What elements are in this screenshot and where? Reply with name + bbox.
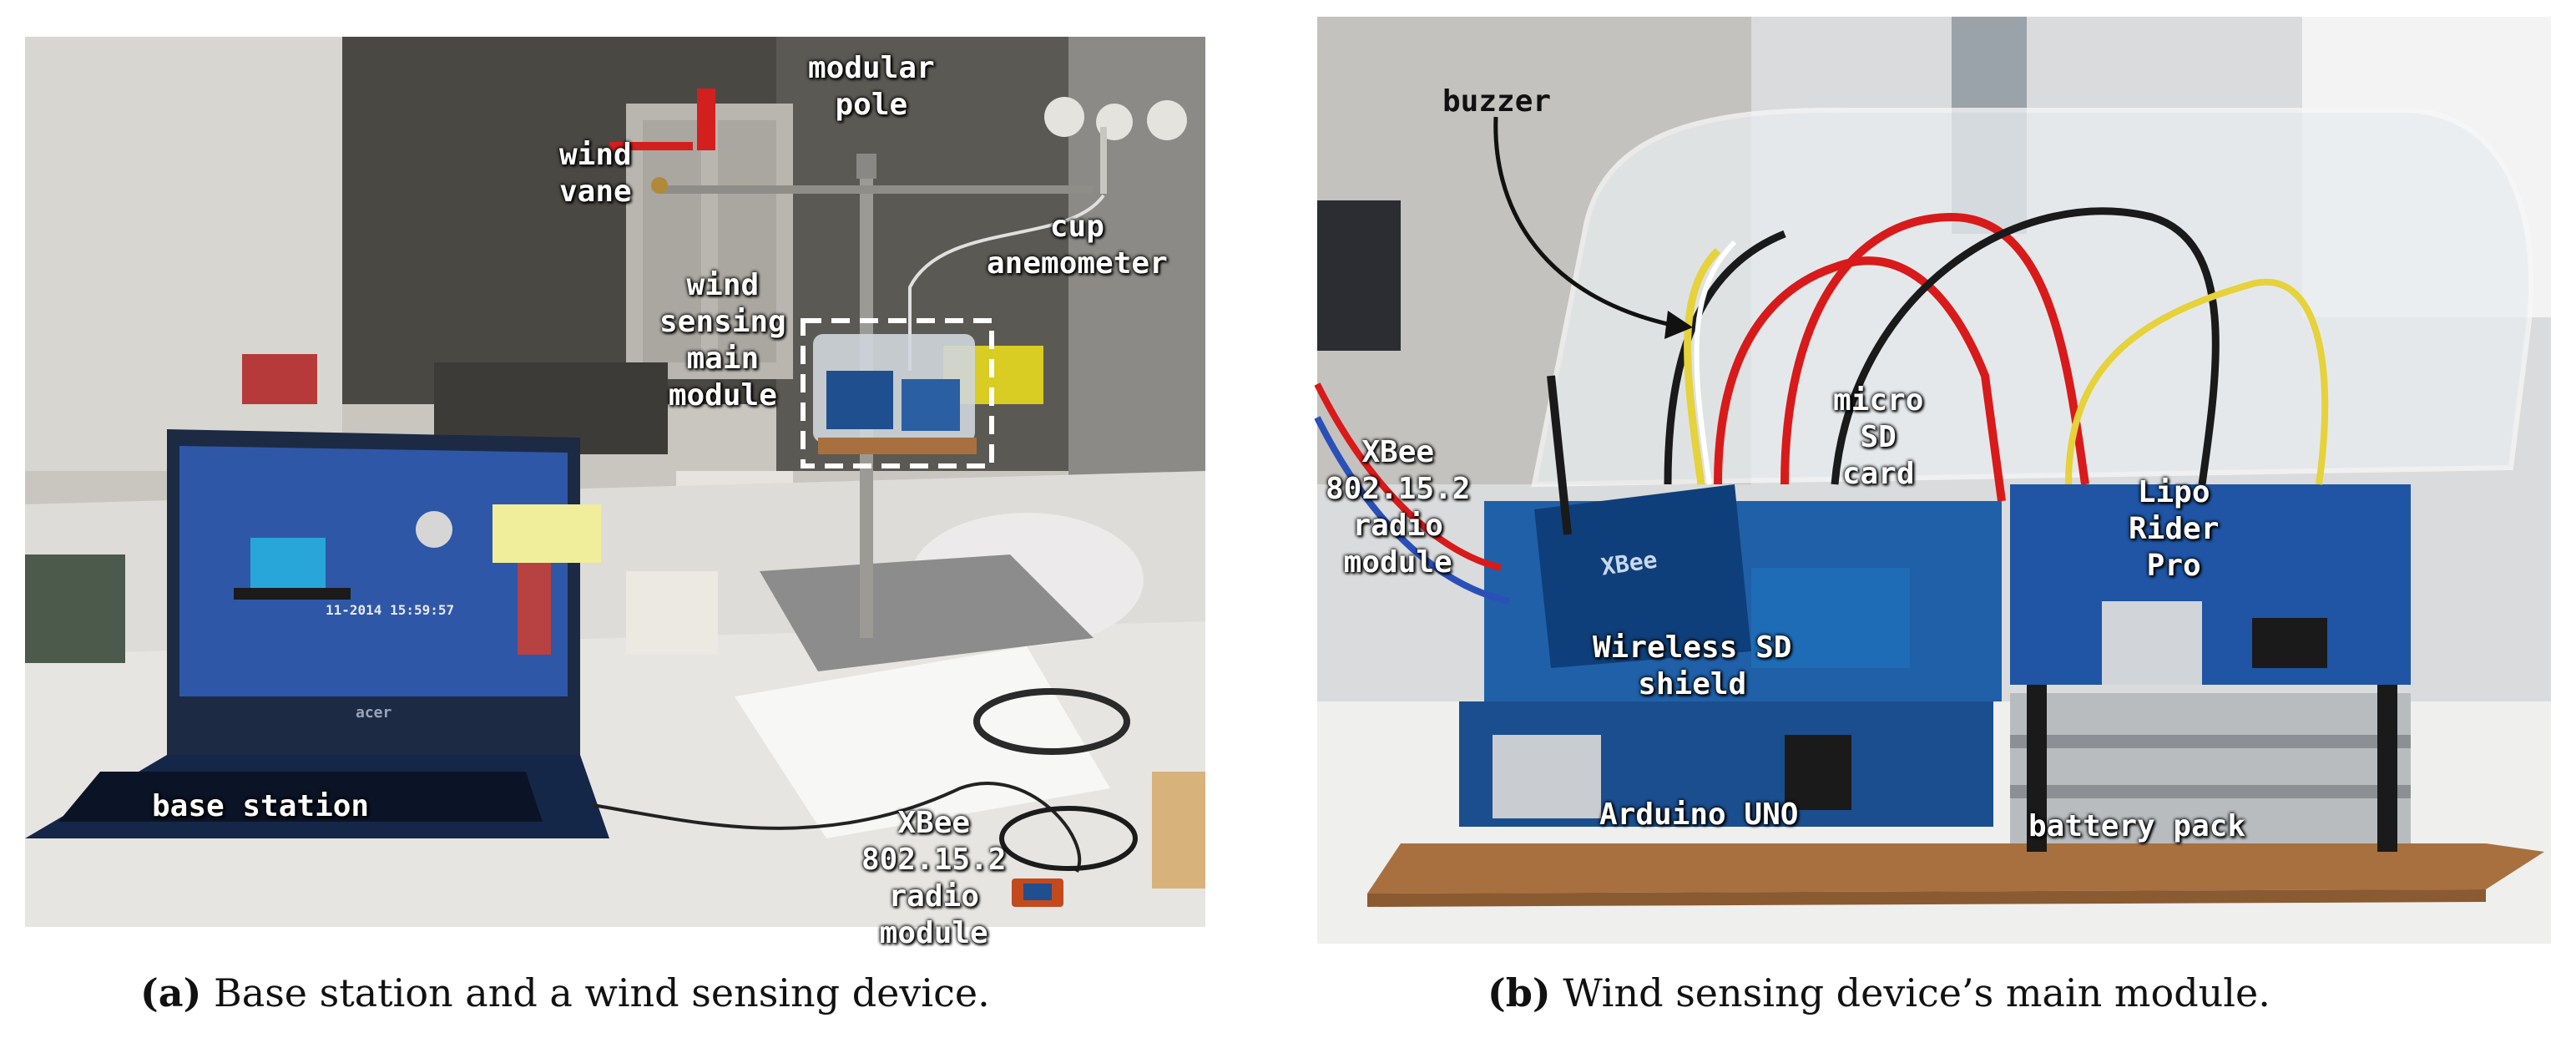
label-buzzer: buzzer <box>1442 84 1552 119</box>
label-battery-pack: battery pack <box>2028 809 2246 843</box>
photo-b-scene <box>1314 17 2551 944</box>
label-wind-sensing-main-module: wind sensing main module <box>659 268 786 413</box>
caption-b-tag: (b) <box>1488 970 1551 1015</box>
caption-a: (a) Base station and a wind sensing devi… <box>140 970 990 1015</box>
photo-a-scene <box>25 37 1205 927</box>
label-xbee-radio-b: XBee 802.15.2 radio module <box>1326 435 1471 580</box>
label-arduino-uno: Arduino UNO <box>1599 797 1799 832</box>
photo-main-module: buzzer XBee 802.15.2 radio module micro … <box>1314 17 2551 944</box>
label-base-station: base station <box>152 789 370 823</box>
photo-base-station: modular pole wind vane cup anemometer wi… <box>25 37 1205 950</box>
label-wireless-sd-shield: Wireless SD shield <box>1593 630 1792 701</box>
caption-b-text: Wind sensing device’s main module. <box>1550 970 2270 1015</box>
label-lipo-rider-pro: Lipo Rider Pro <box>2129 475 2220 583</box>
label-wind-vane: wind vane <box>559 138 632 209</box>
caption-b: (b) Wind sensing device’s main module. <box>1488 970 2270 1015</box>
laptop-screen-timestamp: 11-2014 15:59:57 <box>326 602 455 618</box>
label-modular-pole: modular pole <box>808 51 935 122</box>
laptop-brand-logo: acer <box>356 704 392 722</box>
label-cup-anemometer: cup anemometer <box>987 210 1168 281</box>
caption-a-text: Base station and a wind sensing device. <box>201 970 990 1015</box>
caption-a-tag: (a) <box>140 970 202 1015</box>
label-micro-sd-card: micro SD card <box>1833 383 1924 491</box>
label-xbee-radio-a: XBee 802.15.2 radio module <box>861 806 1007 950</box>
